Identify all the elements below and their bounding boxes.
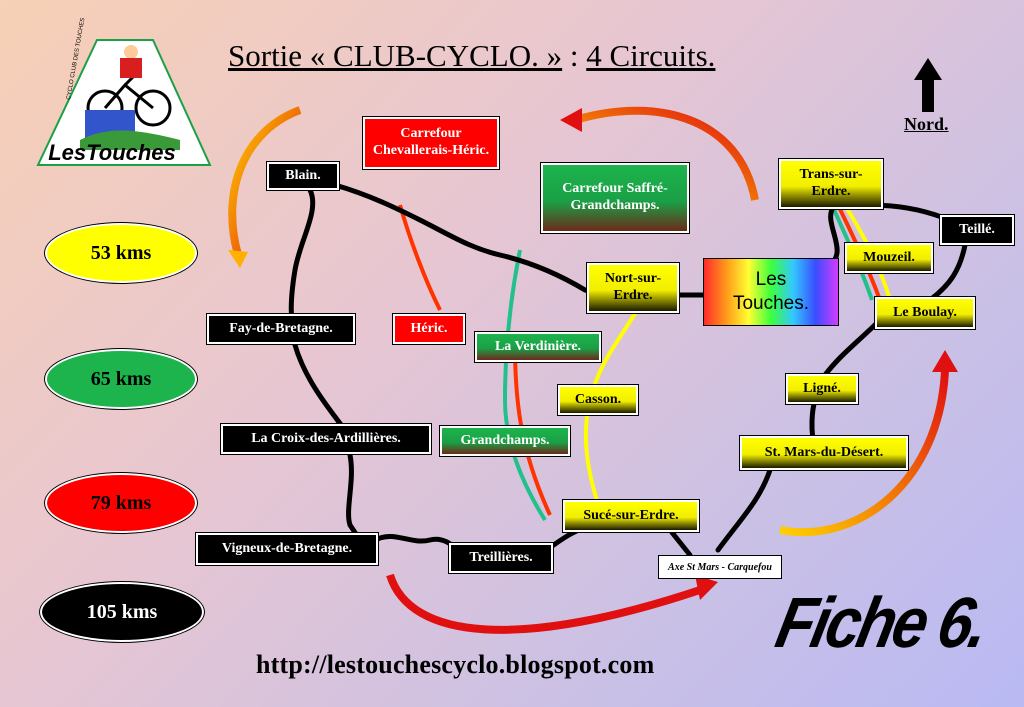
road-ligne-boulay <box>822 317 883 378</box>
fiche-number: Fiche 6. <box>769 583 994 664</box>
road-vigneux-treill <box>372 534 463 555</box>
place-axe-stmars-carquefou: Axe St Mars - Carquefou <box>658 555 782 579</box>
place-carrefour-saffre: Carrefour Saffré-Grandchamps. <box>540 162 690 234</box>
arrow-top-center-head <box>560 108 582 132</box>
place-nort: Nort-sur-Erdre. <box>586 262 680 314</box>
arrow-top-left <box>228 106 302 257</box>
place-grandchamps: Grandchamps. <box>439 425 571 457</box>
blog-url: http://lestouchescyclo.blogspot.com <box>256 650 655 679</box>
distance-53: 53 kms <box>45 223 197 283</box>
club-logo: LesTouches CYCLO CLUB DES TOUCHES <box>36 17 212 166</box>
road-blain-touches <box>332 182 708 298</box>
place-casson: Casson. <box>557 384 639 416</box>
place-heric: Héric. <box>392 313 466 345</box>
place-mouzeil: Mouzeil. <box>844 242 934 274</box>
north-label: Nord. <box>904 114 949 134</box>
arrow-top-left-head <box>228 250 248 268</box>
place-fay: Fay-de-Bretagne. <box>206 313 356 345</box>
road-croix-vigneux <box>346 452 363 543</box>
road-suce-axe <box>667 527 693 558</box>
arrow-bottom-center <box>386 573 702 634</box>
page-title: Sortie « CLUB-CYCLO. » : 4 Circuits. <box>228 38 716 73</box>
arrow-top-center <box>573 106 759 201</box>
place-treillieres: Treillières. <box>448 542 554 574</box>
distance-105: 105 kms <box>40 582 204 642</box>
place-suce: Sucé-sur-Erdre. <box>562 499 700 533</box>
route-65-green <box>502 249 547 522</box>
north-arrow-icon <box>914 58 942 112</box>
distance-79: 79 kms <box>45 473 197 533</box>
place-teille: Teillé. <box>939 214 1015 246</box>
place-verdiniere: La Verdinière. <box>474 331 602 363</box>
arrow-bottom-right-head <box>932 350 958 372</box>
les-touches-line1: Les <box>755 269 787 291</box>
place-stmars: St. Mars-du-Désert. <box>739 435 909 471</box>
distance-65: 65 kms <box>45 349 197 409</box>
place-carrefour-cheval: Carrefour Chevallerais-Héric. <box>362 116 500 170</box>
place-vigneux: Vigneux-de-Bretagne. <box>195 532 379 566</box>
road-boulay-teille <box>927 242 968 303</box>
place-blain: Blain. <box>266 161 340 191</box>
place-boulay: Le Boulay. <box>874 296 976 330</box>
place-trans: Trans-sur-Erdre. <box>778 158 884 210</box>
place-ligne: Ligné. <box>785 373 859 405</box>
place-croix: La Croix-des-Ardillières. <box>220 423 432 455</box>
les-touches-line2: Touches. <box>732 293 810 314</box>
route-79-heric <box>398 204 442 311</box>
road-axe-stmars <box>715 467 773 553</box>
road-fay-croix <box>292 342 348 433</box>
place-les-touches: Les Touches. <box>703 258 839 326</box>
arrow-bottom-center-head <box>695 575 718 600</box>
svg-text:LesTouches: LesTouches <box>48 140 176 165</box>
arrow-bottom-right <box>779 369 949 537</box>
